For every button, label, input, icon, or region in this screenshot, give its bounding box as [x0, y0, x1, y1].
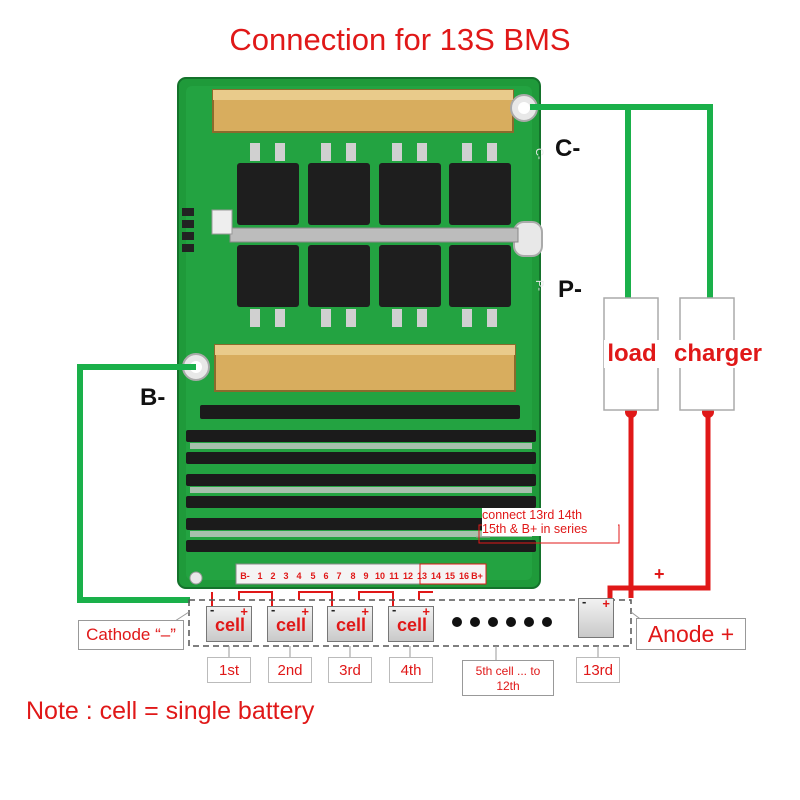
pin-label: 11	[389, 571, 399, 581]
wire-charger-positive	[607, 412, 711, 603]
pin-label: 3	[283, 571, 289, 581]
cell-plus-sign: +	[422, 604, 430, 619]
negative-wires	[77, 104, 713, 603]
cell-minus-sign: -	[582, 594, 587, 609]
connect-note-line-1: connect 13rd 14th	[482, 508, 583, 522]
cell-minus-sign: -	[331, 602, 336, 617]
cell-caption-13rd: 13rd	[576, 657, 620, 683]
load-label: load	[604, 340, 660, 368]
cell-label: cell	[214, 615, 246, 635]
svg-text:C-: C-	[533, 148, 545, 160]
cell-3: - + cell	[327, 602, 373, 642]
anode-plus-sign: +	[654, 564, 665, 584]
diagram-title: Connection for 13S BMS	[229, 22, 571, 57]
cell-plus-sign: +	[602, 596, 610, 611]
wire-b-minus-to-cathode	[77, 364, 196, 603]
cell-plus-sign: +	[240, 604, 248, 619]
p-minus-label: P-	[558, 276, 582, 303]
cell-label: cell	[275, 615, 307, 635]
b-minus-label: B-	[140, 384, 166, 411]
mosfet-row-bottom	[237, 245, 511, 307]
cell-plus-sign: +	[301, 604, 309, 619]
pin-label: 9	[363, 571, 369, 581]
pin-label: 14	[430, 571, 441, 581]
pin-label: 2	[270, 571, 276, 581]
pin-label: 12	[402, 571, 413, 581]
cell-minus-sign: -	[271, 602, 276, 617]
mosfet-row-top	[237, 163, 511, 225]
charger-label: charger	[667, 340, 769, 368]
cell-minus-sign: -	[210, 602, 215, 617]
cathode-label: Cathode “–”	[78, 620, 184, 650]
pin-label: 1	[257, 571, 263, 581]
anode-label: Anode +	[636, 618, 746, 650]
footnote: Note : cell = single battery	[26, 697, 315, 725]
connect-note: connect 13rd 14th 15th & B+ in series	[482, 508, 618, 536]
cell-label: cell	[335, 615, 367, 635]
bms-board: C- P-	[177, 77, 545, 589]
cell-1: - + cell	[206, 602, 252, 642]
cell-13: - +	[578, 594, 614, 638]
svg-text:P-: P-	[533, 280, 545, 291]
pin-label: 13	[416, 571, 427, 581]
cell-caption-2nd: 2nd	[268, 657, 312, 683]
cell-2: - + cell	[267, 602, 313, 642]
pin-label: B+	[471, 571, 483, 581]
pin-label: 8	[350, 571, 356, 581]
cell-plus-sign: +	[361, 604, 369, 619]
cell-minus-sign: -	[392, 602, 397, 617]
ellipsis-dots	[452, 617, 552, 627]
c-minus-label: C-	[555, 135, 581, 162]
cell-caption-1st: 1st	[207, 657, 251, 683]
positive-wires	[607, 412, 711, 603]
cell-4: - + cell	[388, 602, 434, 642]
balance-components	[186, 405, 536, 552]
cell-label: cell	[396, 615, 428, 635]
cell-caption-middle: 5th cell ... to 12th	[462, 660, 554, 696]
cell-caption-4th: 4th	[389, 657, 433, 683]
pin-label: 10	[374, 571, 385, 581]
cell-caption-3rd: 3rd	[328, 657, 372, 683]
pin-label: 7	[336, 571, 342, 581]
connect-note-line-2: 15th & B+ in series	[482, 522, 588, 536]
pin-label: 15	[444, 571, 455, 581]
wire-c-minus-to-charger	[530, 104, 713, 302]
battery-pack-outline	[188, 599, 632, 647]
pin-label: 16	[458, 571, 469, 581]
pin-label: 6	[323, 571, 329, 581]
pin-label: B-	[240, 571, 250, 581]
pin-label: 5	[310, 571, 316, 581]
pin-label: 4	[296, 571, 302, 581]
